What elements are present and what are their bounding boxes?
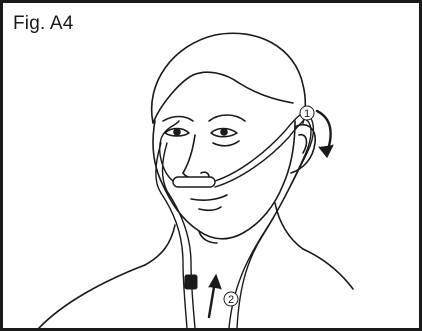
callout-2: 2 — [224, 292, 238, 306]
callout-1-number: 1 — [304, 108, 310, 120]
shoulder-right — [303, 249, 353, 289]
left-eyebrow — [163, 117, 193, 122]
tube-right-cheek-a — [215, 113, 303, 181]
nostril — [201, 172, 209, 177]
right-eye-lower — [213, 141, 239, 146]
slide-adjuster — [185, 275, 197, 289]
callout-1: 1 — [300, 106, 314, 120]
neck-left — [145, 225, 175, 265]
right-pupil — [221, 129, 227, 135]
hair-outline — [152, 33, 306, 123]
arrow-up-icon — [209, 275, 221, 317]
nasal-prong — [173, 177, 215, 187]
left-pupil — [174, 129, 180, 135]
neck-right — [275, 203, 303, 249]
curved-arrow-down-icon — [317, 111, 333, 157]
tube-left-b — [163, 143, 196, 328]
nose-bridge — [183, 135, 195, 173]
callout-2-number: 2 — [228, 294, 234, 306]
tube-behind-ear-b — [237, 119, 311, 328]
nasal-cannula-illustration: 1 2 — [3, 3, 419, 328]
lower-lip — [199, 207, 221, 210]
right-eyebrow — [209, 115, 245, 121]
ear-inner — [299, 135, 306, 153]
mouth — [191, 195, 227, 200]
shoulder-left — [39, 265, 145, 328]
